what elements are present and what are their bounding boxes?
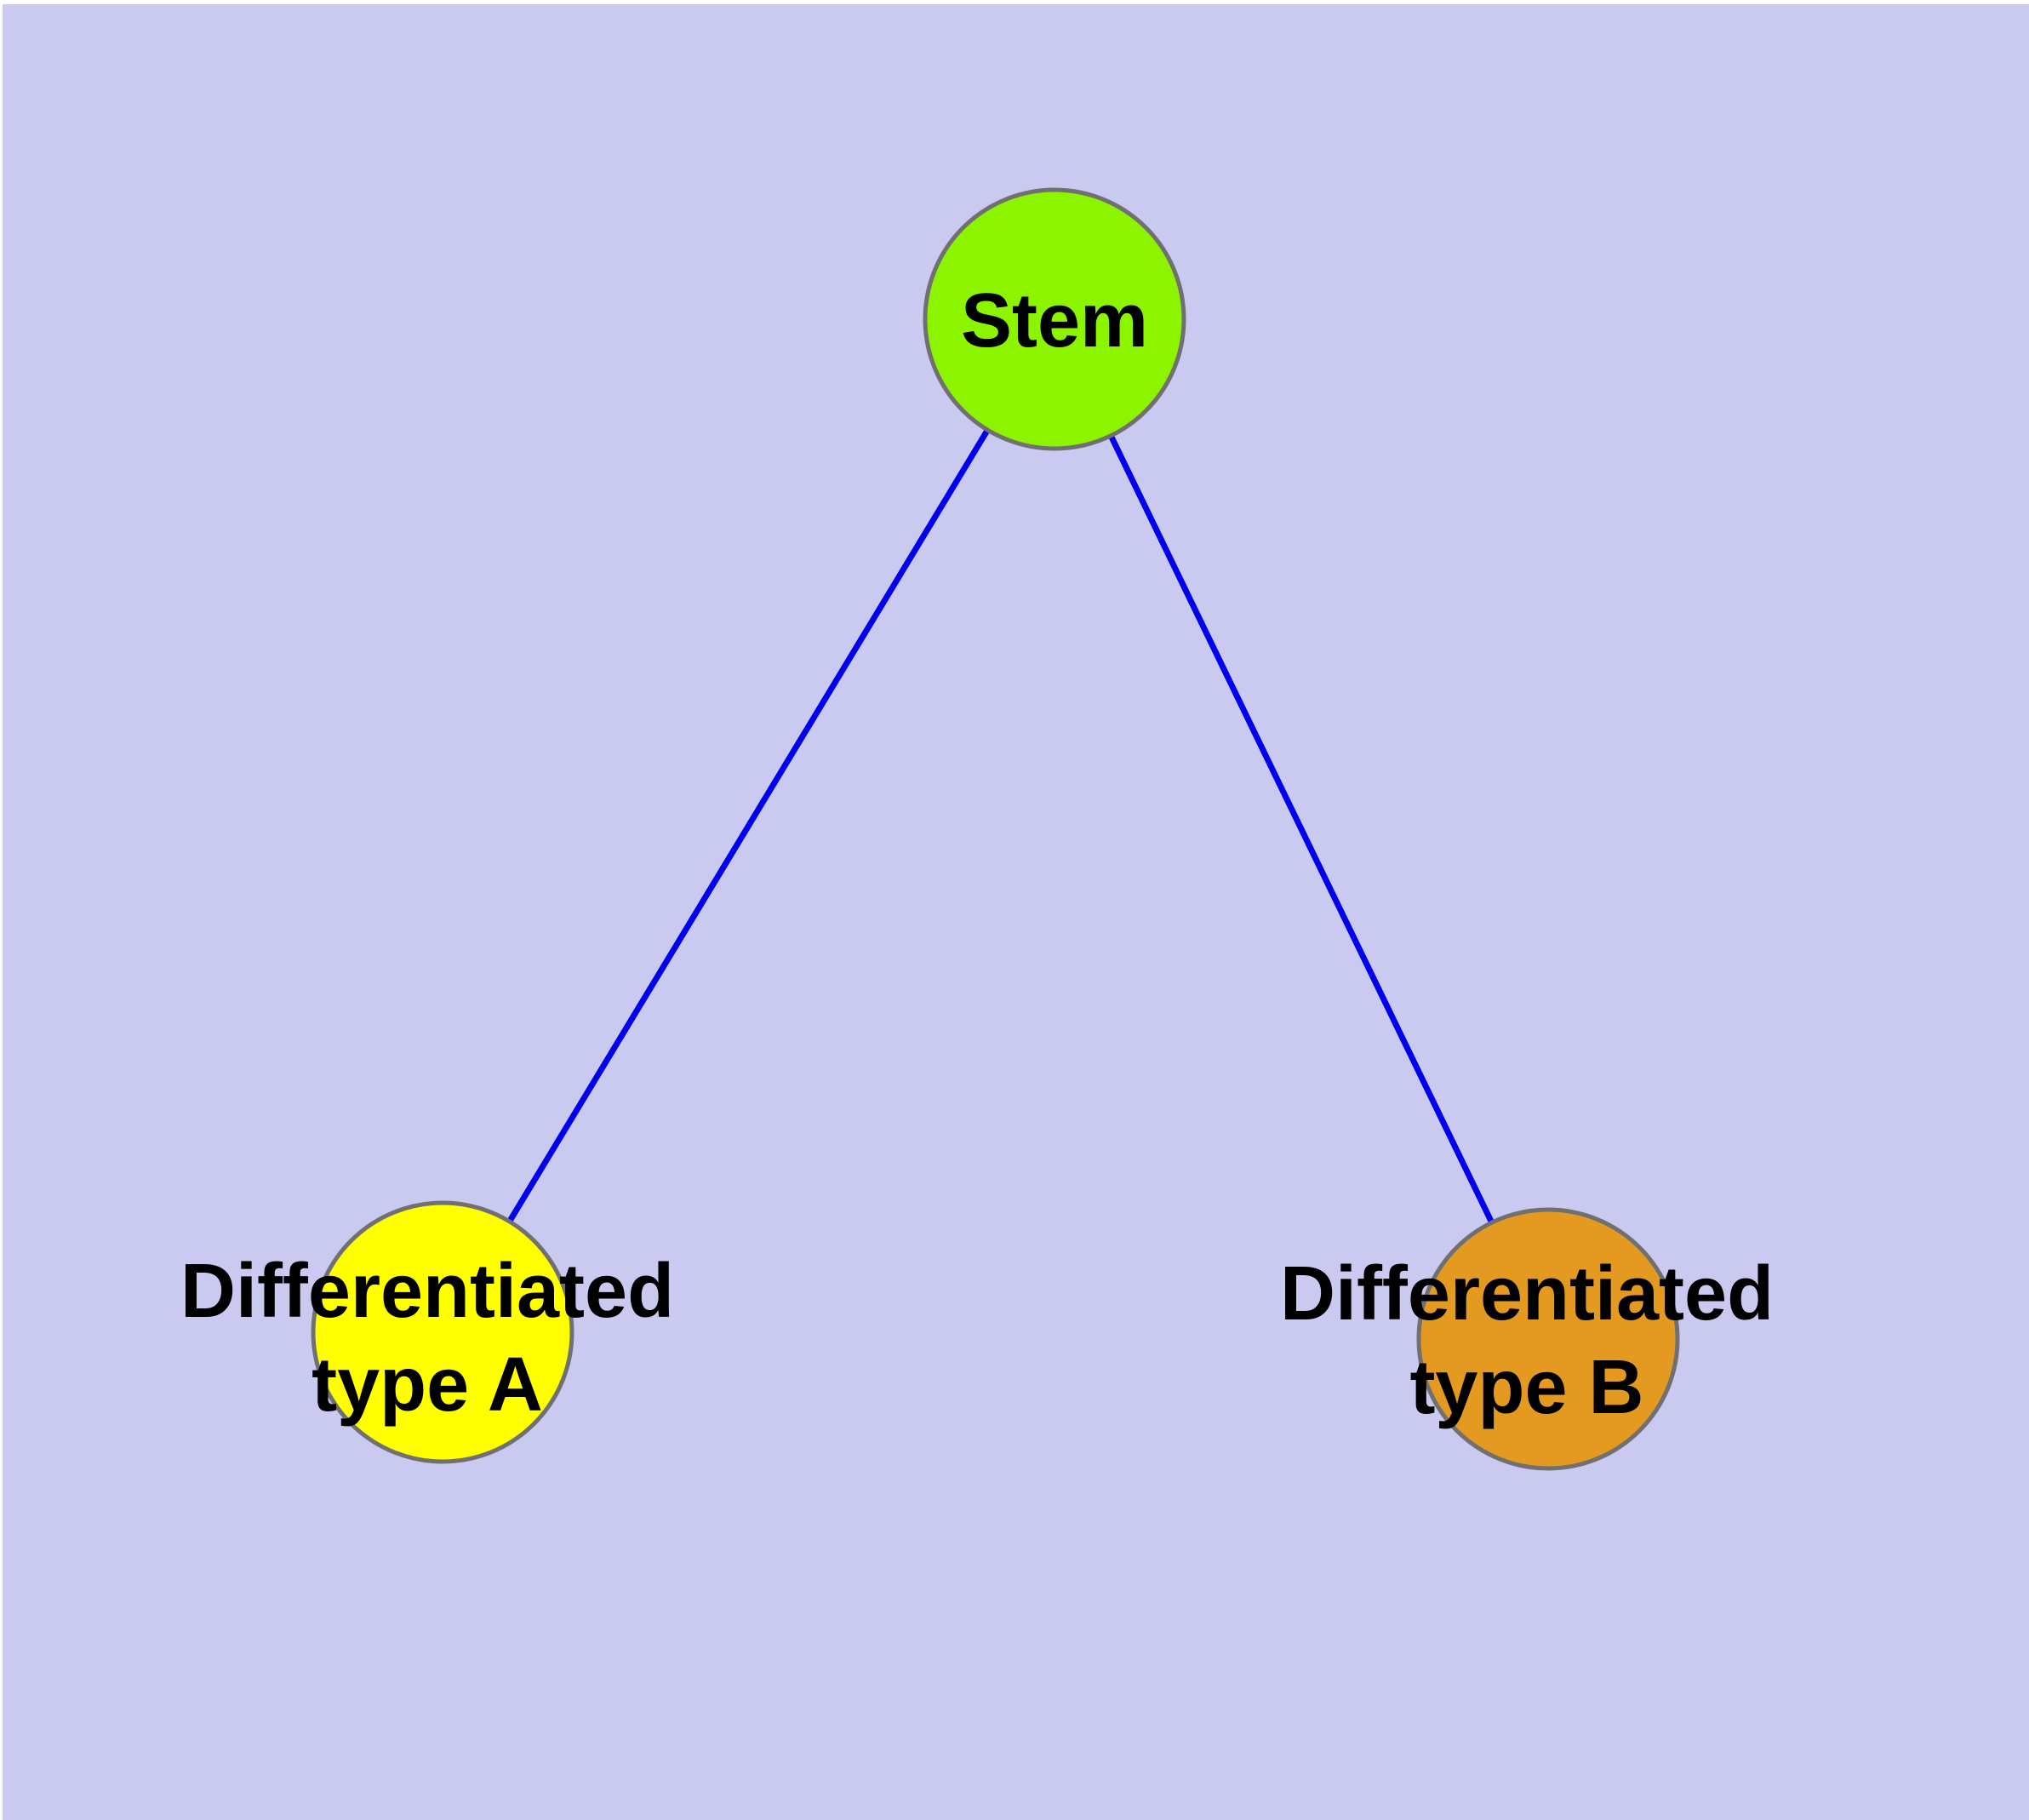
edge-stem-to-type-b <box>1051 318 1552 1341</box>
node-type-b-circle <box>1416 1207 1680 1471</box>
edge-stem-to-type-a <box>440 318 1057 1334</box>
node-stem-circle <box>923 187 1186 451</box>
node-type-a-circle <box>311 1200 574 1464</box>
